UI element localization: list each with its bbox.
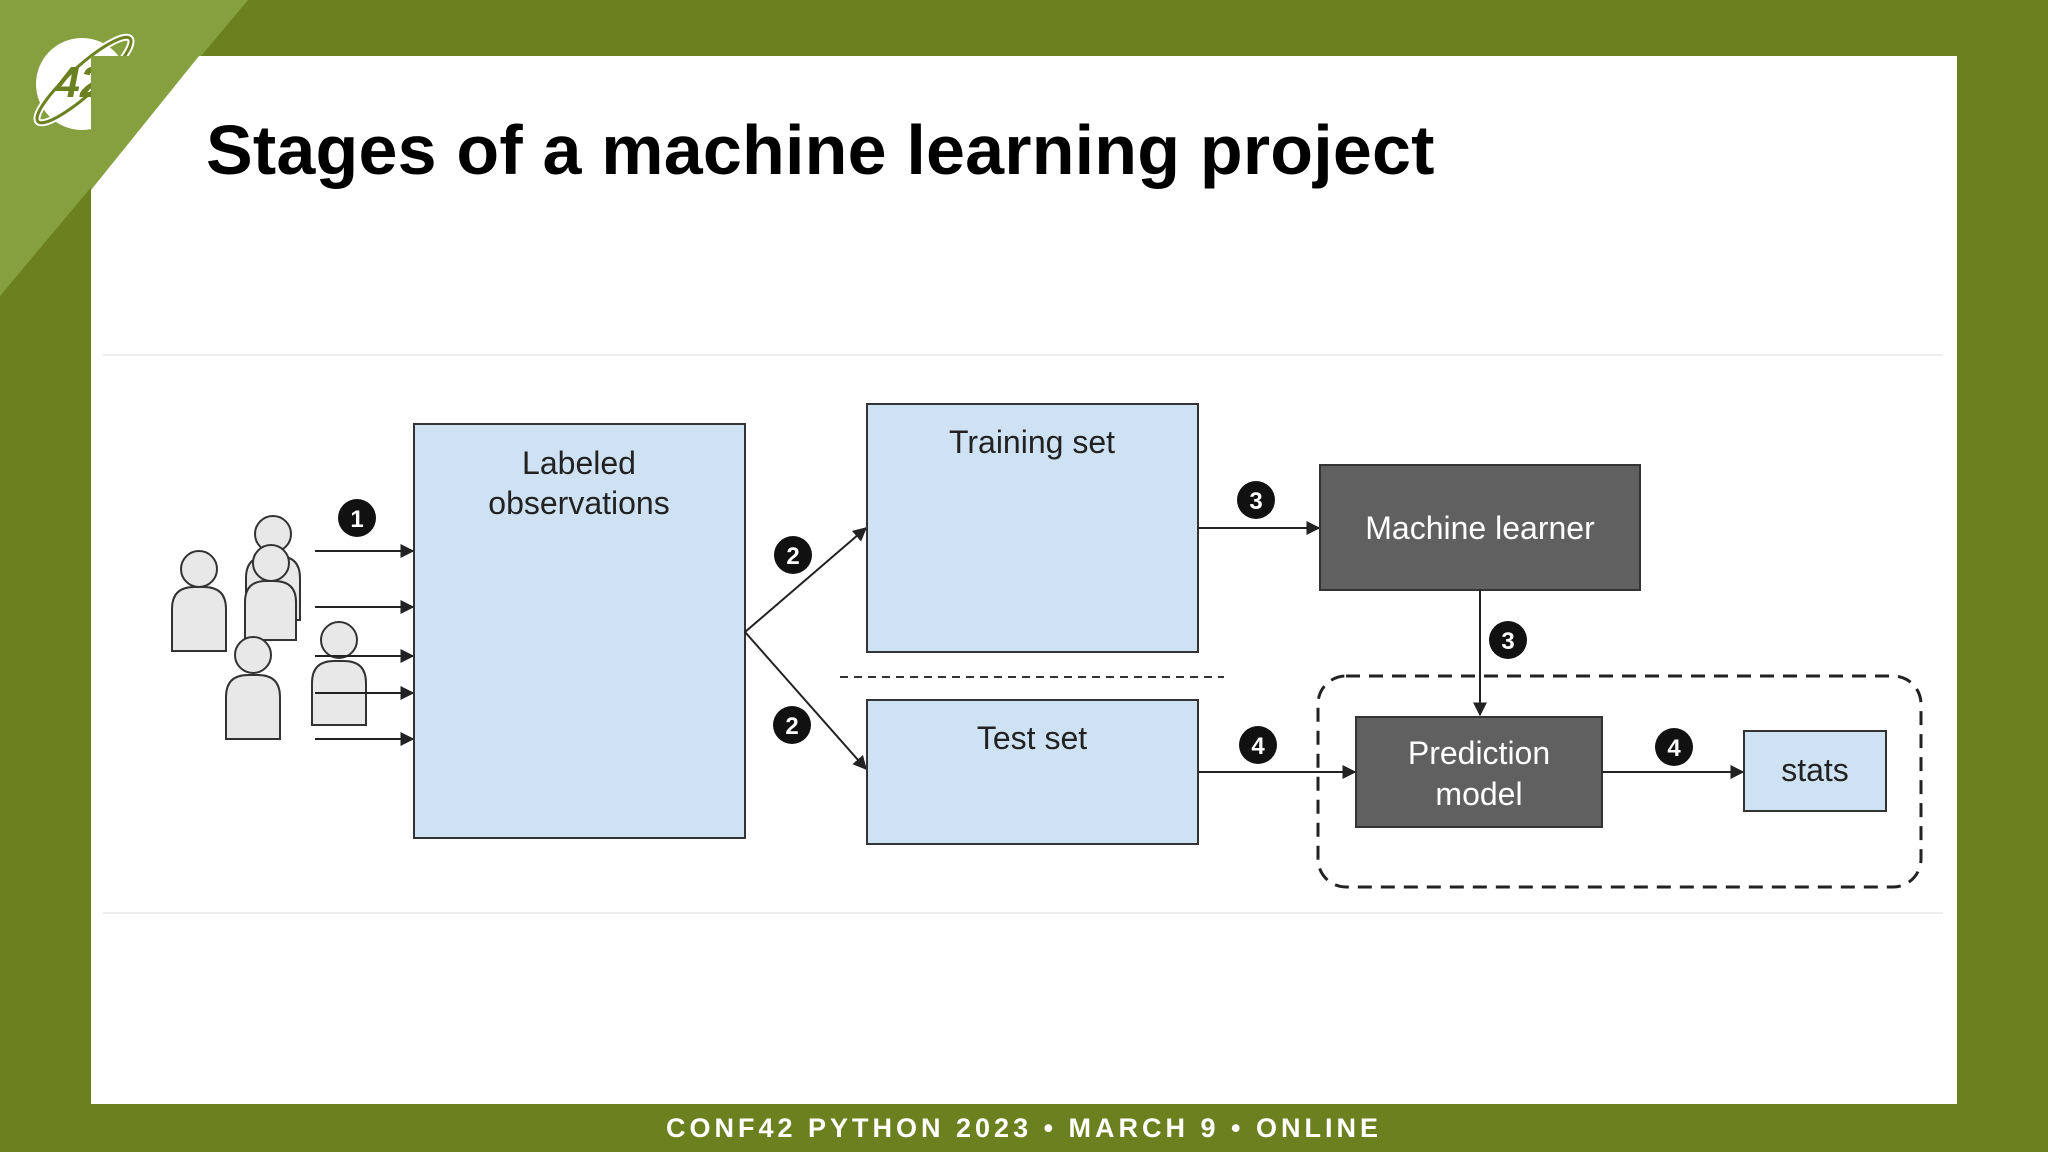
input-arrows [315,544,415,746]
person-icon [244,544,297,641]
person-icon [311,621,367,726]
slide: Stages of a machine learning project [91,56,1957,1104]
machine-learner-box: Machine learner [1319,464,1641,591]
test-set-box: Test set [866,699,1199,845]
prediction-model-label: Prediction [1408,735,1550,771]
svg-text:2: 2 [785,713,798,740]
slide-title: Stages of a machine learning project [206,111,1435,189]
step-badge-2-train: 2 [774,536,812,574]
ml-stages-diagram: Labeled observations Training set Test s… [103,354,1943,914]
labeled-observations-label: Labeled [522,445,636,481]
person-icon [171,550,227,652]
step-badge-2-test: 2 [773,706,811,744]
labeled-observations-label-2: observations [488,485,669,521]
step-badge-1: 1 [338,499,376,537]
slide-corner-stripe [91,56,199,190]
svg-text:4: 4 [1667,735,1681,762]
prediction-model-box: Prediction model [1355,716,1603,828]
split-arrow-test [744,631,867,771]
machine-learner-label: Machine learner [1365,510,1595,546]
svg-text:3: 3 [1501,628,1514,655]
person-icon [225,636,281,740]
people-group-icon [171,515,367,740]
svg-text:4: 4 [1251,733,1265,760]
step-badge-4-evaluate: 4 [1239,726,1277,764]
step-badge-3-model: 3 [1489,621,1527,659]
evaluation-region [1316,674,1923,889]
stats-box: stats [1743,730,1887,812]
step-badge-3-train: 3 [1237,481,1275,519]
step-badge-4-stats: 4 [1655,728,1693,766]
svg-text:1: 1 [350,506,363,533]
svg-text:2: 2 [786,543,799,570]
prediction-model-label-2: model [1435,776,1522,812]
training-set-box: Training set [866,403,1199,653]
training-set-label: Training set [949,424,1115,460]
test-set-label: Test set [977,720,1087,756]
split-arrow-training [744,527,868,633]
labeled-observations-box: Labeled observations [413,423,746,839]
svg-text:3: 3 [1249,488,1262,515]
stats-label: stats [1781,752,1849,788]
conference-footer: CONF42 PYTHON 2023 • MARCH 9 • ONLINE [665,1113,1382,1143]
